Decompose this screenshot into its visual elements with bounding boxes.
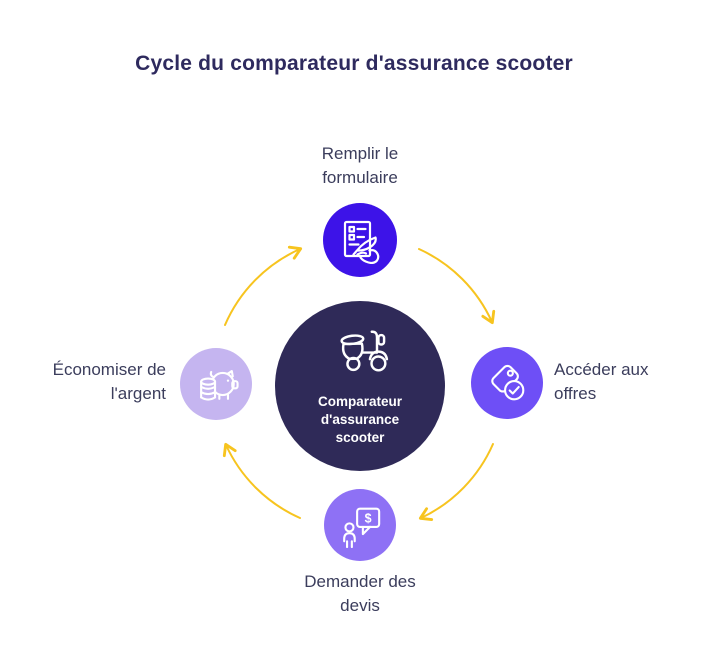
node-top-circle xyxy=(323,203,397,277)
price-tag-check-icon xyxy=(491,364,525,401)
arrow-top-to-right xyxy=(418,248,496,325)
scooter-icon xyxy=(340,330,389,372)
form-pen-icon xyxy=(343,220,380,264)
piggy-bank-icon xyxy=(200,370,239,401)
center-hub-circle: Comparateur d'assurance scooter xyxy=(275,301,445,471)
node-top-label: Remplir le formulaire xyxy=(321,144,399,187)
arrow-bottom-to-left xyxy=(222,442,301,519)
node-right-circle xyxy=(471,347,543,419)
node-bottom-circle: $ xyxy=(324,489,396,561)
svg-text:$: $ xyxy=(365,512,372,526)
node-right-label: Accéder aux offres xyxy=(554,360,649,403)
node-left-circle xyxy=(180,348,252,420)
quote-chat-icon: $ xyxy=(343,507,381,548)
node-left-label: Économiser de l'argent xyxy=(52,360,166,403)
arrow-left-to-top xyxy=(224,245,303,326)
center-hub-label: Comparateur d'assurance scooter xyxy=(317,393,403,445)
arrow-right-to-bottom xyxy=(418,443,494,522)
page-title: Cycle du comparateur d'assurance scooter xyxy=(135,52,573,75)
node-bottom-label: Demander des devis xyxy=(304,572,416,615)
